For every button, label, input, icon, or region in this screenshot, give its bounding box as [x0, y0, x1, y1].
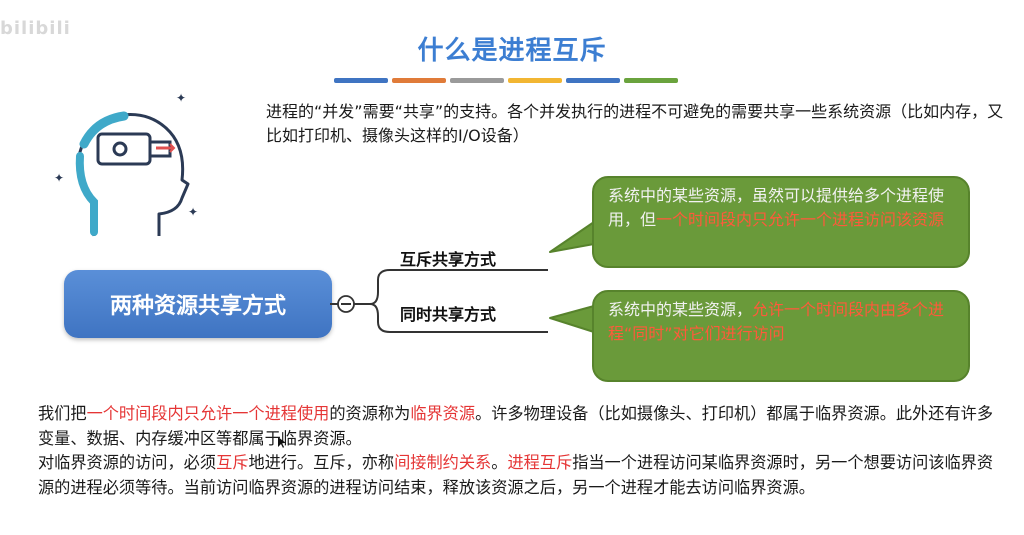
- divider-bar: [334, 78, 388, 83]
- divider-bar: [392, 78, 446, 83]
- text-span: 的资源称为: [329, 404, 411, 423]
- bubble-text: 系统中的某些资源，虽然可以提供给多个进程使用，但: [608, 186, 945, 229]
- bubble-tail: [549, 221, 595, 253]
- svg-text:✦: ✦: [188, 205, 198, 219]
- text-span: 地进行。互斥，亦称: [248, 453, 395, 472]
- watermark: bilibili: [0, 18, 71, 39]
- branch-simultaneous-sharing[interactable]: 同时共享方式: [400, 305, 497, 324]
- bubble-simultaneous-description: 系统中的某些资源，允许一个时间段内由多个进程“同时”对它们进行访问: [592, 290, 970, 382]
- divider-bar: [508, 78, 562, 83]
- divider-bar: [566, 78, 620, 83]
- divider-bar: [624, 78, 678, 83]
- paragraph-2: 对临界资源的访问，必须互斥地进行。互斥，亦称间接制约关系。进程互斥指当一个进程访…: [38, 451, 998, 500]
- bubble-tail: [549, 305, 595, 333]
- mindmap-connectors: [330, 269, 548, 333]
- branch-mutex-sharing[interactable]: 互斥共享方式: [400, 250, 497, 269]
- text-span: 。: [491, 453, 508, 472]
- mindmap-main-node[interactable]: 两种资源共享方式: [64, 270, 332, 338]
- head-vr-icon: ✦ ✦ ✦: [54, 91, 198, 237]
- highlight-span: 临界资源: [410, 404, 476, 423]
- svg-text:✦: ✦: [54, 171, 64, 185]
- text-span: 我们把: [38, 404, 87, 423]
- text-span: 指当一个进程访问某临界资源时，另一个想要访问该临界资源的进程必须等待。当前访问临…: [38, 453, 994, 497]
- divider-bar: [450, 78, 504, 83]
- intro-text: 进程的“并发”需要“共享”的支持。各个并发执行的进程不可避免的需要共享一些系统资…: [266, 102, 1004, 145]
- highlight-span: 一个时间段内只允许一个进程使用: [86, 404, 330, 423]
- bubble-highlight: 允许一个时间段内由多个进程“同时”对它们进行访问: [608, 300, 945, 343]
- mouse-cursor-icon: [278, 437, 286, 448]
- bubble-highlight: 一个时间段内只允许一个进程访问该资源: [656, 210, 945, 229]
- highlight-span: 进程互斥: [507, 453, 573, 472]
- paragraph-1: 我们把一个时间段内只允许一个进程使用的资源称为临界资源。许多物理设备（比如摄像头…: [38, 402, 998, 451]
- svg-text:✦: ✦: [176, 91, 186, 105]
- highlight-span: 间接制约关系: [394, 453, 492, 472]
- page-title: 什么是进程互斥: [417, 36, 607, 66]
- bubble-mutex-description: 系统中的某些资源，虽然可以提供给多个进程使用，但一个时间段内只允许一个进程访问该…: [592, 176, 970, 268]
- collapse-icon[interactable]: [337, 295, 355, 313]
- critical-resource-paragraph: 我们把一个时间段内只允许一个进程使用的资源称为临界资源。许多物理设备（比如摄像头…: [38, 402, 998, 500]
- bubble-text: 系统中的某些资源，: [608, 300, 753, 319]
- text-span: 对临界资源的访问，必须: [38, 453, 217, 472]
- highlight-span: 互斥: [216, 453, 249, 472]
